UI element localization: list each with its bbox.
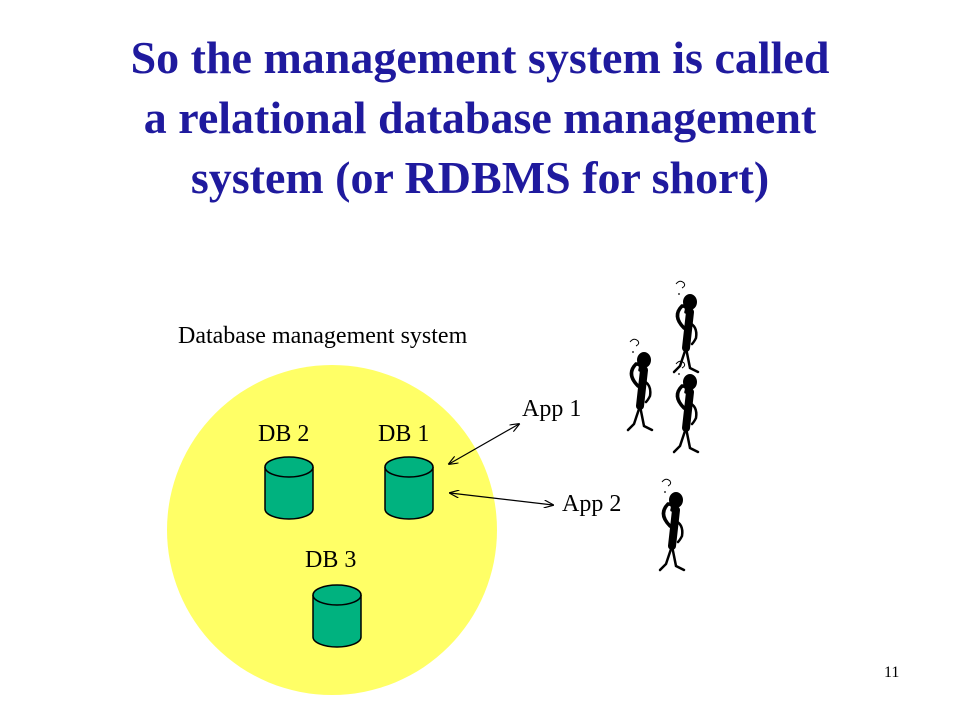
- dbms-circle: [167, 365, 497, 695]
- title-line-2: a relational database management: [143, 92, 817, 143]
- app2-connection-arrow: [450, 493, 553, 505]
- thinking-person-icon: [628, 339, 652, 430]
- system-label: Database management system: [178, 323, 468, 349]
- database-label-db3: DB 3: [305, 547, 357, 573]
- slide-title: So the management system is called a rel…: [40, 28, 920, 208]
- page-number: 11: [884, 664, 900, 681]
- database-cylinder-icon: [384, 456, 434, 520]
- title-line-1: So the management system is called: [130, 32, 830, 83]
- database-label-db2: DB 2: [258, 421, 310, 447]
- database-cylinder-icon: [312, 584, 362, 648]
- app-label-2: App 2: [562, 491, 622, 517]
- title-line-3: system (or RDBMS for short): [190, 152, 770, 203]
- app-label-1: App 1: [522, 396, 582, 422]
- thinking-person-icon: [674, 361, 698, 452]
- database-cylinder-icon: [264, 456, 314, 520]
- app1-connection-arrow: [449, 424, 519, 464]
- database-label-db1: DB 1: [378, 421, 430, 447]
- thinking-person-icon: [660, 479, 684, 570]
- thinking-person-icon: [674, 281, 698, 372]
